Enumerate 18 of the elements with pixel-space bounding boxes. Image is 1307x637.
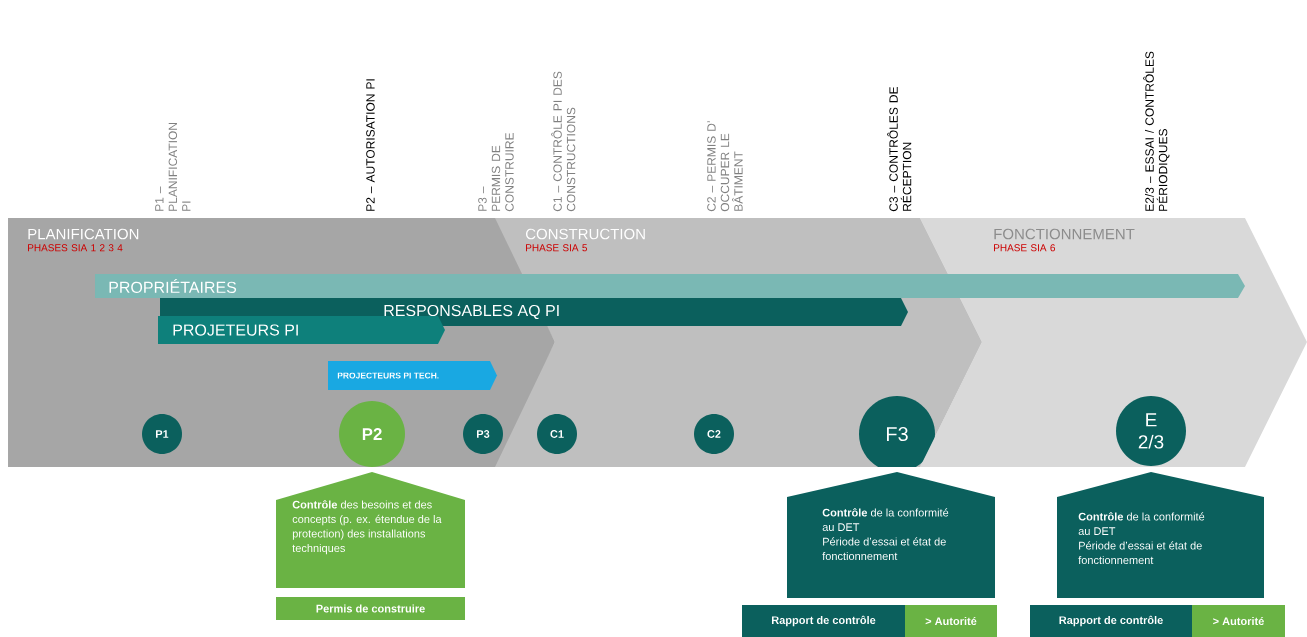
report-cell: Rapport de contrôle — [742, 605, 905, 637]
milestone-label: C2 – PERMIS D’ OCCUPER LE BÂTIMENT — [707, 121, 743, 212]
milestone-label: P1 – PLANIFICATION PI — [155, 123, 191, 211]
report-cell: > Autorité — [905, 605, 997, 637]
report-cell: Rapport de contrôle — [1030, 605, 1192, 637]
role-bar: PROJETEURS PI — [158, 316, 445, 344]
report-cell: Permis de construire — [276, 597, 465, 620]
milestone-label: C1 – CONTRÔLE PI DES CONSTRUCTIONS — [551, 71, 576, 212]
callout-box: Contrôle des besoins et des concepts (p. ex. étendue de la protection) des installations techniques — [276, 472, 465, 588]
report-cell: > Autorité — [1192, 605, 1285, 637]
role-tag: PROJECTEURS PI TECH. — [328, 361, 497, 390]
role-bar: PROPRIÉTAIRES — [95, 274, 1245, 298]
milestone-label: P2 – AUTORISATION PI — [366, 79, 375, 211]
callout-box: Contrôle de la conformité au DET Période d’essai et état de fonctionnement — [1057, 472, 1264, 598]
milestone-label: E2/3 – ESSAI / CONTRÔLES PÉRIODIQUES — [1143, 51, 1170, 211]
callout-box: Contrôle de la conformité au DET Période d’essai et état de fonctionnement — [787, 472, 995, 598]
milestone-label: C3 – CONTRÔLES DE RÉCEPTION — [887, 87, 912, 212]
milestone-label: P3 – PERMIS DE CONSTRUIRE — [478, 133, 514, 212]
